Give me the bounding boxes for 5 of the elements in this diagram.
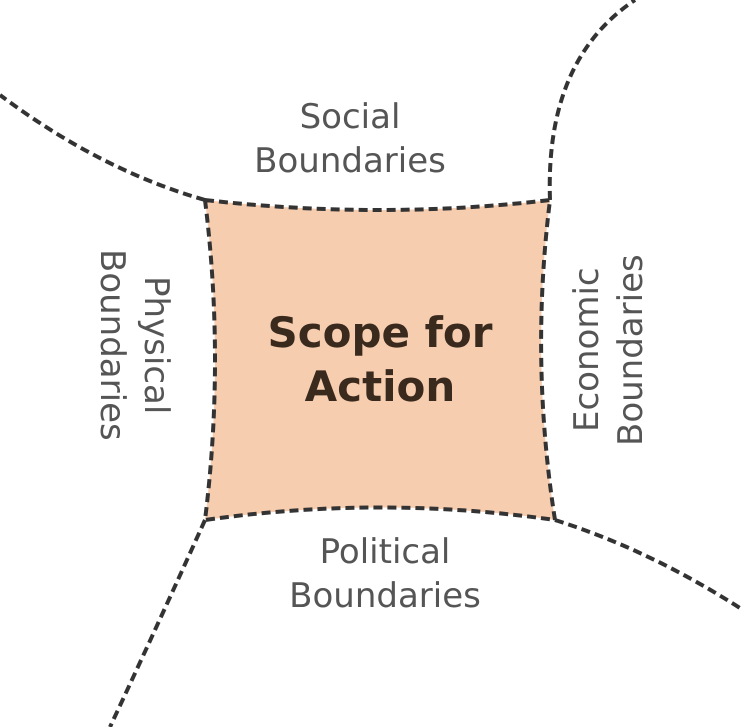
boundary-label: Social Boundaries	[253, 96, 447, 183]
center-title: Scope for Action	[266, 307, 494, 413]
boundary-label: Political Boundaries	[288, 531, 482, 618]
boundary-label: Economic Boundaries	[566, 253, 652, 448]
boundary-label: Physical Boundaries	[91, 248, 177, 443]
